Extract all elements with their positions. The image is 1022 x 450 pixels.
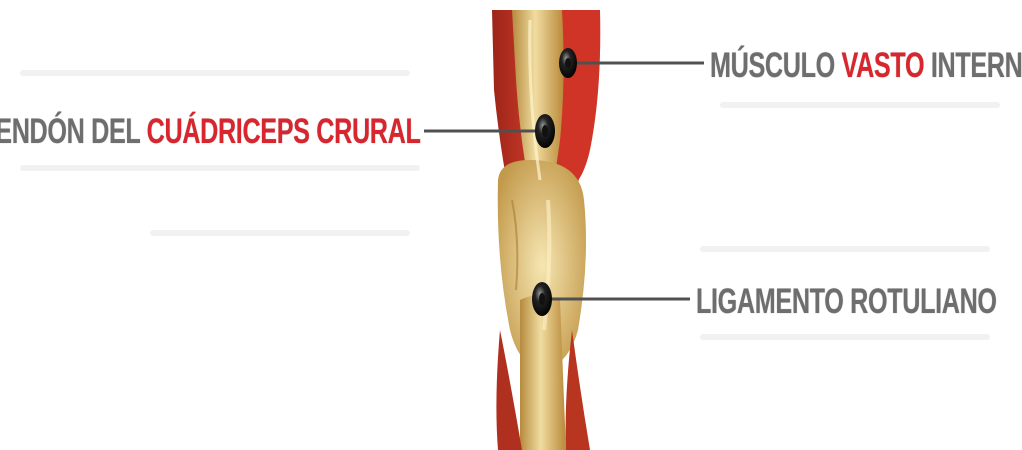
marker-ligamento: [532, 282, 552, 316]
label-quadriceps-tendon-accent: CUÁDRICEPS CRURAL: [146, 112, 420, 151]
label-patellar-ligament: LIGAMENTO ROTULIANO: [696, 282, 997, 322]
label-quadriceps-tendon-prefix: TENDÓN DEL: [0, 112, 146, 151]
label-vastus-medialis-accent: VASTO: [842, 46, 925, 85]
label-quadriceps-tendon: TENDÓN DEL CUÁDRICEPS CRURAL: [0, 112, 420, 152]
leg-anatomy: [492, 10, 600, 450]
label-vastus-medialis-prefix: MÚSCULO: [710, 46, 842, 85]
label-vastus-medialis-suffix: INTERNO: [924, 46, 1022, 85]
label-vastus-medialis: MÚSCULO VASTO INTERNO: [710, 46, 1022, 86]
patellar-ligament: [520, 295, 566, 450]
label-patellar-ligament-text: LIGAMENTO ROTULIANO: [696, 282, 997, 321]
marker-tendon: [535, 114, 555, 148]
marker-vasto: [559, 48, 577, 78]
